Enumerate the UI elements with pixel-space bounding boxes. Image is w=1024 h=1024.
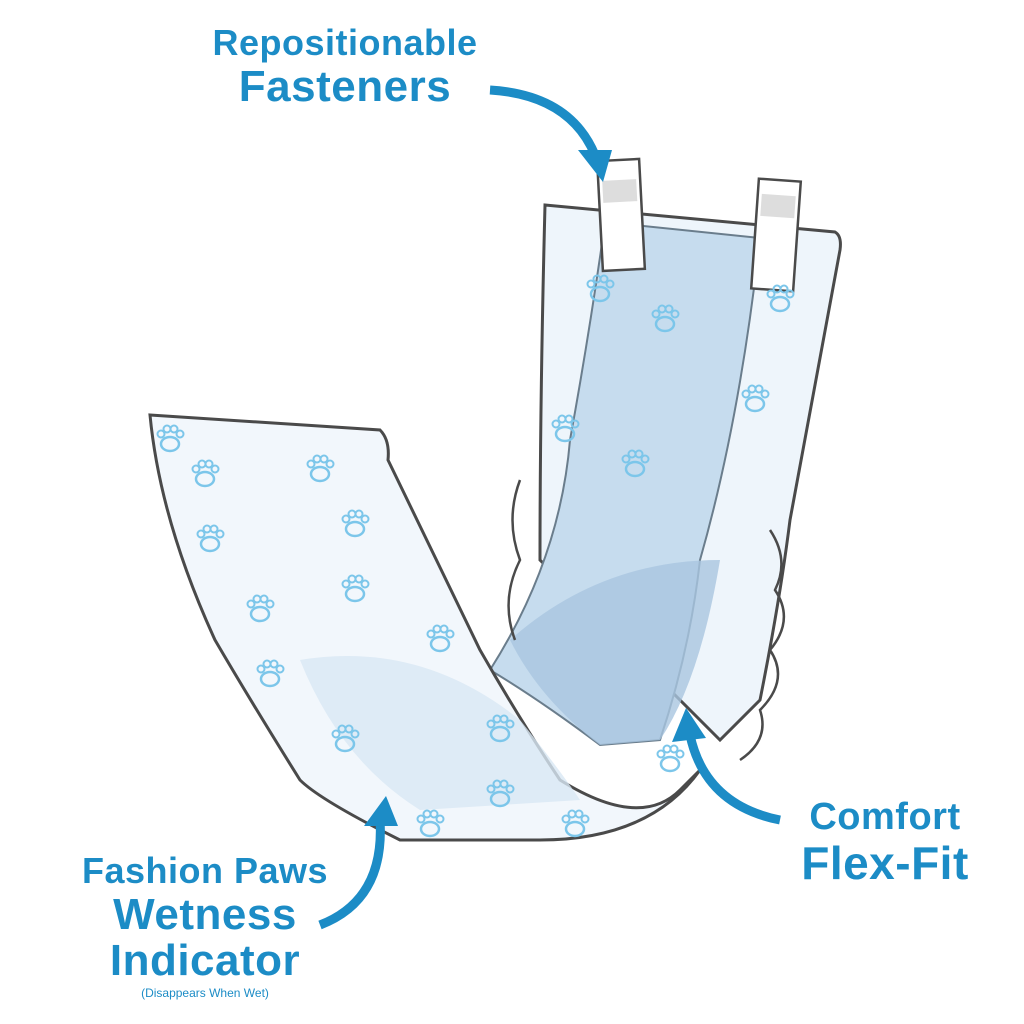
fasteners-callout: Repositionable Fasteners — [175, 25, 515, 109]
leg-gather-left — [507, 479, 522, 641]
flex-fit-line1: Comfort — [809, 796, 961, 838]
wetness-line3: Indicator — [109, 936, 301, 985]
fasteners-line2: Fasteners — [238, 62, 452, 111]
arrow-wetness — [318, 796, 398, 930]
wetness-line1: Fashion Paws — [81, 850, 329, 891]
flex-fit-line2: Flex-Fit — [801, 837, 969, 889]
arrow-flex-fit — [672, 708, 781, 825]
fastener-tab-right — [749, 177, 803, 293]
front-flap — [148, 413, 702, 842]
fasteners-line1: Repositionable — [212, 22, 478, 63]
absorbent-core-shading — [510, 560, 720, 745]
leg-gather-right — [739, 529, 786, 762]
arrow-fasteners — [489, 85, 612, 182]
wetness-note: (Disappears When Wet) — [141, 986, 269, 1000]
front-flap-shading — [300, 656, 580, 810]
wetness-line2: Wetness — [113, 890, 297, 939]
flex-fit-callout: Comfort Flex-Fit — [780, 798, 990, 886]
fastener-tab-left — [595, 157, 647, 273]
wetness-callout: Fashion Paws Wetness Indicator (Disappea… — [55, 850, 355, 1000]
